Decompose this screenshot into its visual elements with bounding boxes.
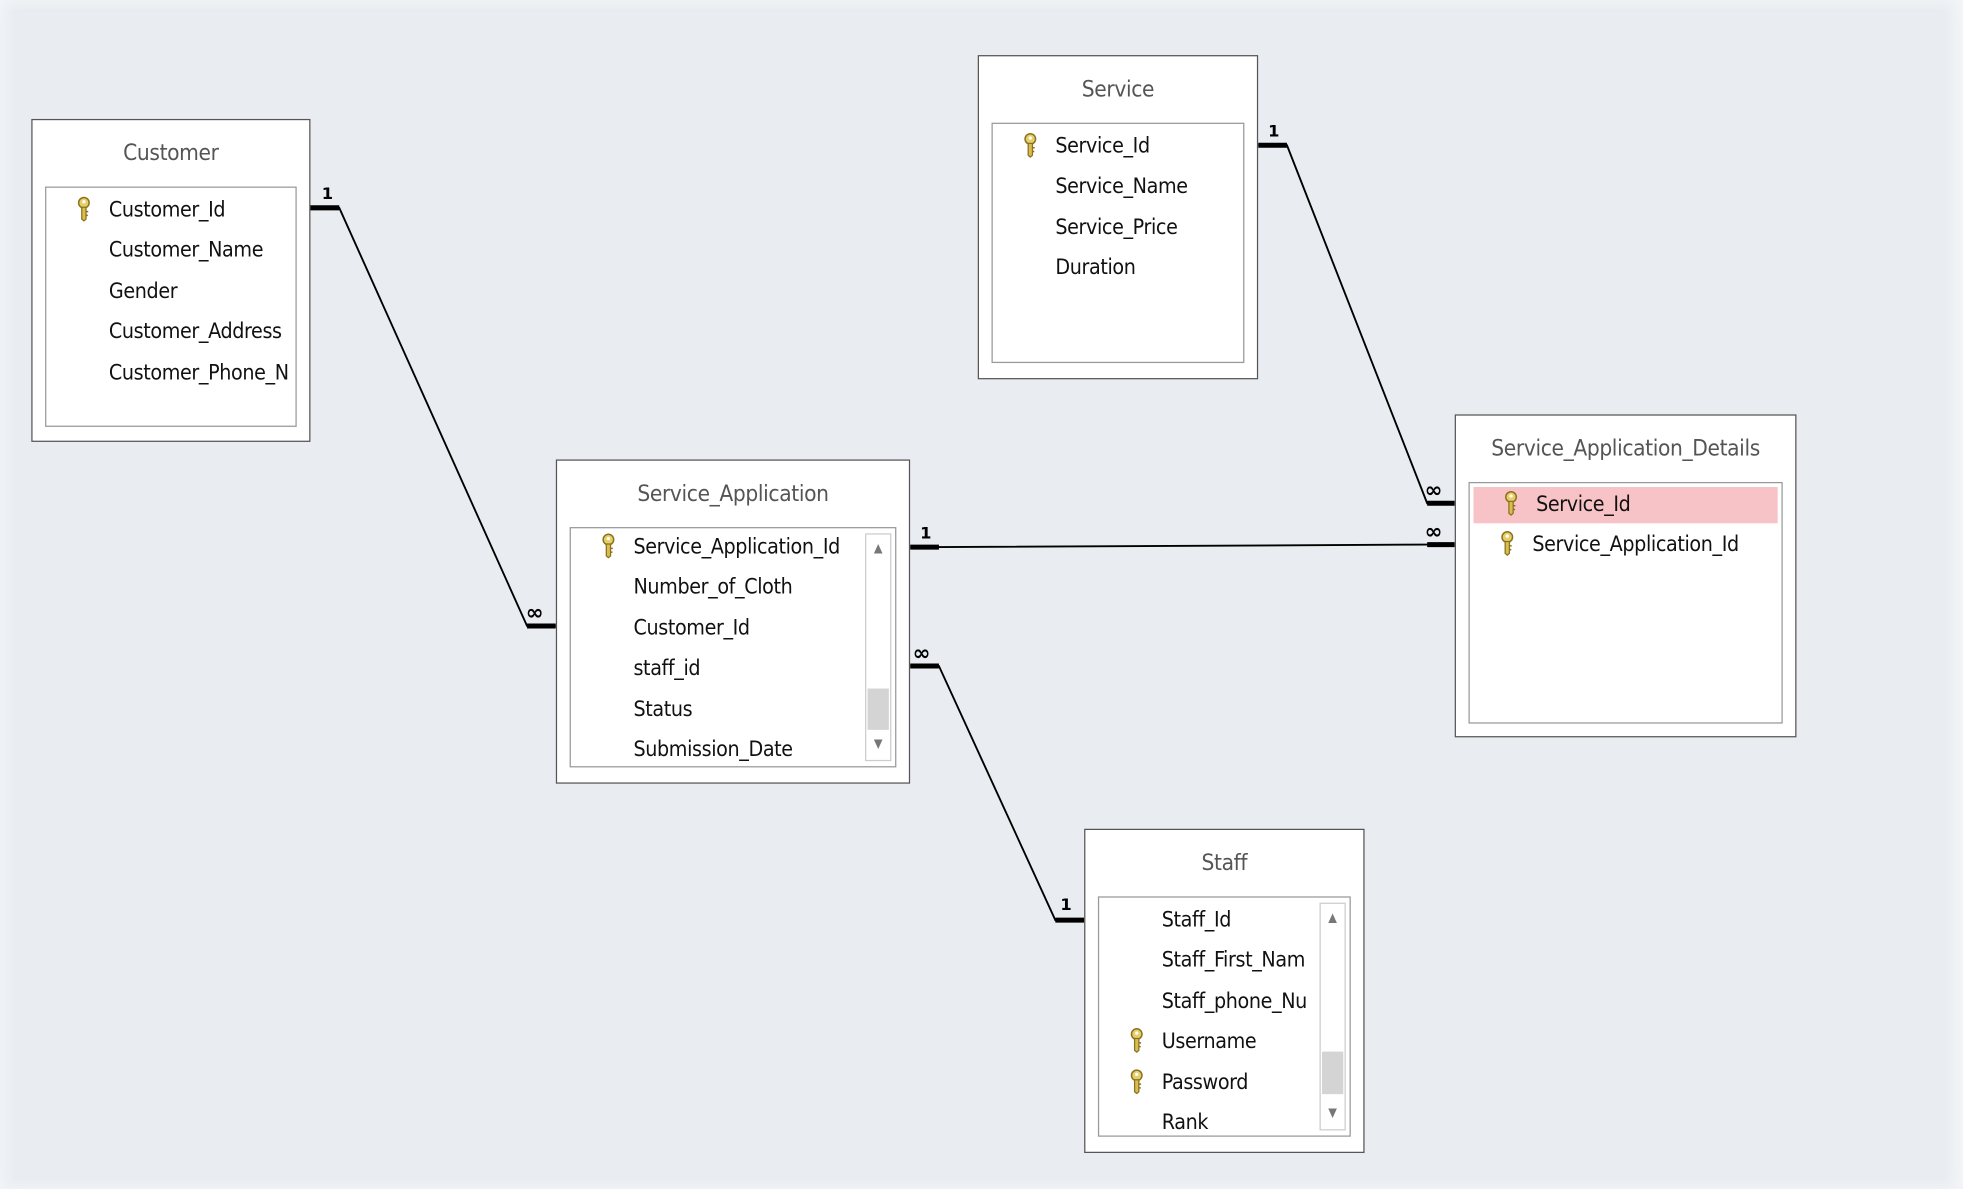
primary-key-icon [1500,531,1515,557]
cardinality-one: 1 [1268,121,1279,140]
cardinality-many: ∞ [1425,478,1443,503]
field-name: Staff_phone_Nu [1161,988,1308,1014]
cardinality-many: ∞ [1425,519,1443,544]
field-row[interactable]: Gender [46,274,295,310]
field-name: Service_Price [1055,215,1178,241]
cardinality-many: ∞ [913,641,931,666]
field-row[interactable]: Service_Application_Id [1470,528,1782,564]
field-name: Service_Id [1536,491,1631,518]
cardinality-one: 1 [920,523,931,542]
field-name: Customer_Address [108,319,282,345]
relationship-staff-application[interactable] [908,663,1086,923]
primary-key-icon [1129,1068,1144,1094]
field-row[interactable]: Staff_Id [1099,903,1317,939]
cardinality-one: 1 [322,184,333,203]
field-row[interactable]: Service_Application_Id [571,530,863,566]
field-name: Service_Application_Id [1532,532,1739,558]
field-row[interactable]: Customer_Name [46,233,295,269]
field-row[interactable]: Submission_Date [571,732,863,766]
field-name: Username [1161,1029,1257,1055]
field-row[interactable]: Service_Price [993,210,1243,246]
scroll-down-arrow-icon[interactable]: ▼ [873,737,883,752]
scrollbar-thumb[interactable] [1322,1051,1344,1095]
field-name: Customer_Id [633,615,750,641]
scroll-down-arrow-icon[interactable]: ▼ [1328,1106,1337,1121]
table-title: Service_Application_Details [1491,435,1760,462]
field-name: Service_Id [1055,133,1150,159]
field-name: Customer_Name [108,238,264,264]
field-row[interactable]: Status [571,692,863,728]
field-name: Password [1161,1069,1249,1095]
field-name: Staff_Id [1161,907,1232,933]
primary-key-icon [1023,132,1038,158]
table-title: Customer [123,140,219,167]
field-row[interactable]: Service_Id [993,129,1243,165]
field-row[interactable]: Rank [1099,1105,1317,1136]
scroll-up-arrow-icon[interactable]: ▲ [873,542,883,556]
table-title: Service [1081,76,1155,103]
field-name: Duration [1055,255,1136,281]
field-row[interactable]: Customer_Id [571,611,863,647]
field-name: Gender [108,278,178,304]
relationship-application-details[interactable] [908,542,1456,550]
scrollbar-thumb[interactable] [867,688,889,730]
field-row[interactable]: Number_of_Cloth [571,570,863,606]
scrollbar[interactable]: ▲▼ [1319,902,1346,1131]
cardinality-many: ∞ [526,601,544,626]
field-name: Status [633,696,693,722]
cardinality-one: 1 [1060,895,1071,914]
field-row[interactable]: Password [1099,1065,1317,1101]
field-row[interactable]: Service_Id [1473,486,1778,524]
field-row[interactable]: Customer_Id [46,193,295,229]
field-name: Service_Name [1055,174,1188,200]
field-name: Number_of_Cloth [633,575,793,601]
field-name: Rank [1161,1110,1209,1136]
scrollbar[interactable]: ▲▼ [865,533,892,762]
field-name: Customer_Phone_N [108,360,289,386]
field-name: Staff_First_Nam [1161,948,1306,974]
field-row[interactable]: Username [1099,1024,1317,1060]
field-row[interactable]: Service_Name [993,169,1243,205]
primary-key-icon [1129,1028,1144,1054]
field-name: Customer_Id [108,197,226,223]
relationship-service-details[interactable] [1256,142,1456,506]
field-name: Service_Application_Id [633,534,840,560]
field-row[interactable]: staff_id [571,651,863,687]
field-name: staff_id [633,656,701,682]
table-title: Service_Application [637,480,829,508]
primary-key-icon [1504,490,1519,516]
primary-key-icon [601,533,616,559]
field-row[interactable]: Staff_First_Nam [1099,943,1317,979]
table-title: Staff [1201,850,1248,877]
primary-key-icon [76,196,91,222]
field-row[interactable]: Customer_Address [46,314,295,350]
field-row[interactable]: Duration [993,251,1243,287]
scroll-up-arrow-icon[interactable]: ▲ [1328,911,1337,926]
field-name: Submission_Date [633,737,793,763]
relationship-customer-service-application[interactable] [309,205,558,629]
field-row[interactable]: Staff_phone_Nu [1099,984,1317,1020]
field-row[interactable]: Customer_Phone_N [46,355,295,391]
